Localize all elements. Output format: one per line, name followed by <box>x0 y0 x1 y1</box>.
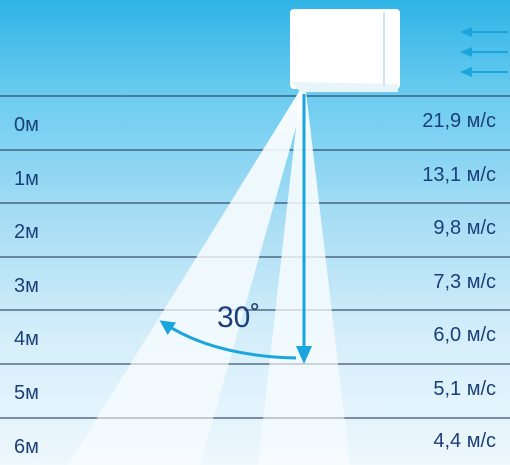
distance-label-4: 4м <box>14 328 39 350</box>
speed-label-2: 9,8 м/с <box>433 217 496 239</box>
distance-label-1: 1м <box>14 168 39 190</box>
angle-arc-arrow-icon <box>159 320 297 360</box>
distance-label-0: 0м <box>14 114 39 136</box>
speed-label-6: 4,4 м/с <box>433 430 496 452</box>
distance-label-2: 2м <box>14 221 39 243</box>
distance-label-6: 6м <box>14 436 39 458</box>
airflow-arrows-icon <box>460 27 508 77</box>
angle-label: 30˚ <box>217 301 261 334</box>
speed-label-5: 5,1 м/с <box>433 378 496 400</box>
speed-label-4: 6,0 м/с <box>433 324 496 346</box>
vertical-arrow-icon <box>296 94 312 364</box>
angled-airflow-beam <box>68 90 306 465</box>
distance-label-3: 3м <box>14 275 39 297</box>
speed-label-1: 13,1 м/с <box>422 164 496 186</box>
distance-label-5: 5м <box>14 382 39 404</box>
air-conditioner-unit-icon <box>290 9 400 92</box>
speed-label-3: 7,3 м/с <box>433 271 496 293</box>
speed-label-0: 21,9 м/с <box>422 110 496 132</box>
